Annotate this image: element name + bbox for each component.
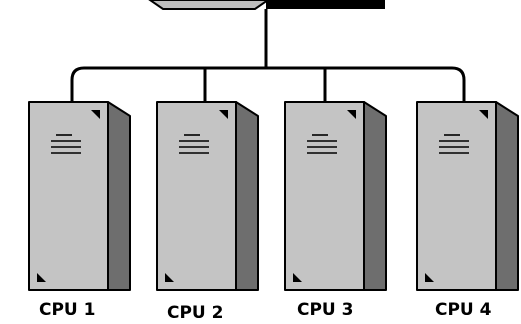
tower-corner-bottom bbox=[425, 273, 434, 282]
tower-corner-top bbox=[347, 110, 356, 119]
tower-side bbox=[363, 101, 387, 291]
tower-side bbox=[495, 101, 519, 291]
network-bus-line bbox=[70, 66, 466, 102]
network-device bbox=[148, 0, 385, 10]
network-device-body bbox=[148, 0, 270, 10]
tower-front bbox=[416, 101, 497, 291]
network-device-dark-panel bbox=[266, 0, 385, 9]
drive-slot-icon bbox=[307, 134, 337, 154]
cpu-tower-3[interactable] bbox=[284, 101, 387, 291]
cpu-3-label: CPU 3 bbox=[297, 300, 354, 320]
cpu-4-label: CPU 4 bbox=[435, 300, 492, 320]
tower-corner-bottom bbox=[165, 273, 174, 282]
cpu-2-label: CPU 2 bbox=[167, 303, 224, 323]
drive-slot-icon bbox=[439, 134, 469, 154]
tower-front bbox=[156, 101, 237, 291]
tower-front bbox=[28, 101, 109, 291]
cpu-tower-1[interactable] bbox=[28, 101, 131, 291]
cpu-tower-4[interactable] bbox=[416, 101, 519, 291]
tower-front bbox=[284, 101, 365, 291]
tower-side bbox=[235, 101, 259, 291]
tower-corner-bottom bbox=[37, 273, 46, 282]
drive-slot-icon bbox=[179, 134, 209, 154]
network-connectors bbox=[70, 9, 466, 102]
tower-corner-bottom bbox=[293, 273, 302, 282]
cpu-1-label: CPU 1 bbox=[39, 300, 96, 320]
tower-corner-top bbox=[91, 110, 100, 119]
tower-corner-top bbox=[219, 110, 228, 119]
drive-slot-icon bbox=[51, 134, 81, 154]
tower-corner-top bbox=[479, 110, 488, 119]
tower-side bbox=[107, 101, 131, 291]
cpu-tower-2[interactable] bbox=[156, 101, 259, 291]
